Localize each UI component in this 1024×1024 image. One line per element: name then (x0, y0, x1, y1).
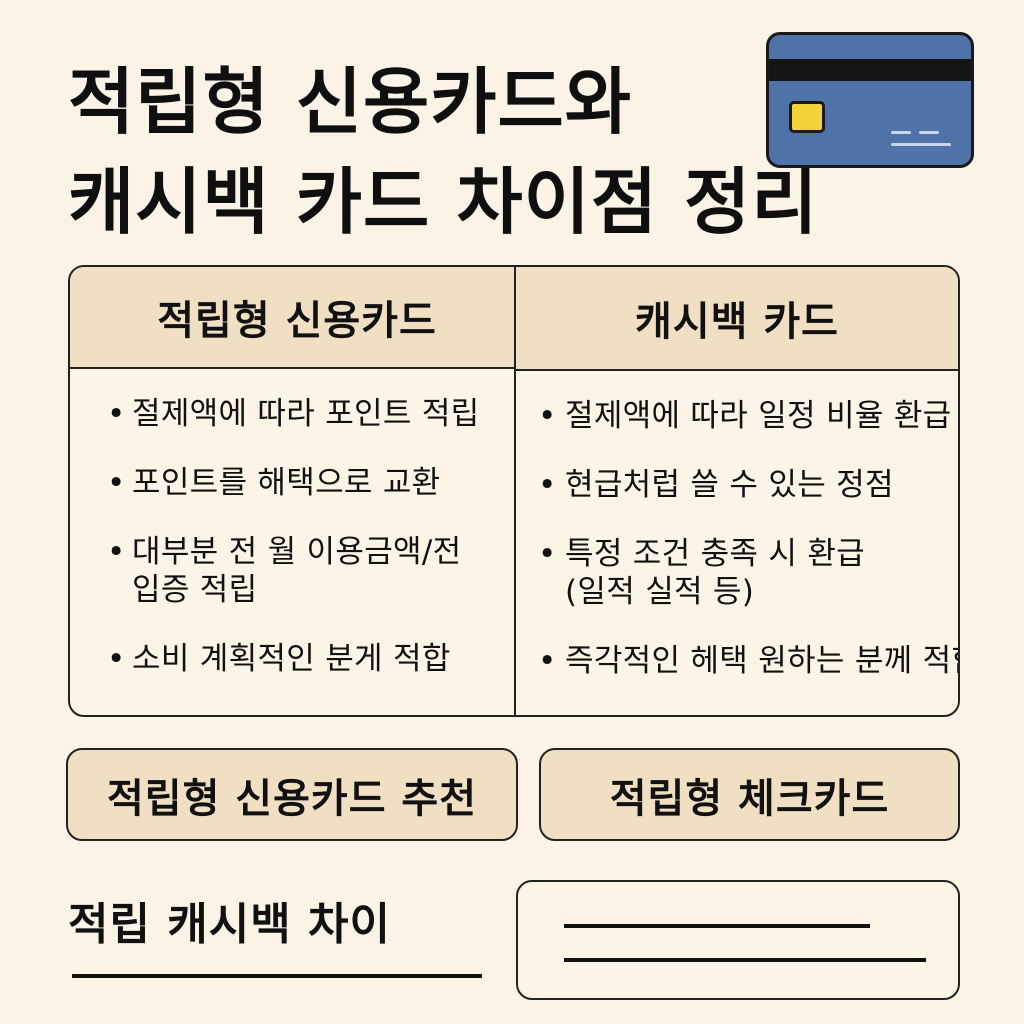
card-chip (789, 101, 825, 133)
column-heading-cashback-card: 캐시백 카드 (516, 267, 958, 371)
title-line-1: 적립형 신용카드와 (68, 60, 632, 144)
list-item: •특정 조건 충족 시 환급(일적 실적 등) (538, 536, 865, 610)
bullet-icon: • (538, 398, 557, 434)
card-number-mark (919, 131, 939, 134)
bullet-icon: • (107, 534, 126, 570)
list-item: •포인트를 해택으로 교환 (107, 465, 441, 501)
bullet-icon: • (107, 641, 126, 677)
list-item: •절제액에 따라 일정 비율 환급 (538, 398, 952, 434)
reward-card-list: •절제액에 따라 포인트 적립 •포인트를 해택으로 교환 •대부분 전 월 이… (70, 369, 514, 678)
bullet-icon: • (538, 467, 557, 503)
cashback-card-list: •절제액에 따라 일정 비율 환급 •현급처럽 쓸 수 있는 정점 •특정 조건… (516, 371, 958, 680)
page-title: 적립형 신용카드와 캐시백 카드 차이점 정리 (68, 52, 848, 252)
comparison-table: 적립형 신용카드 •절제액에 따라 포인트 적립 •포인트를 해택으로 교환 •… (68, 265, 960, 717)
title-line-2: 캐시백 카드 차이점 정리 (68, 160, 819, 244)
bullet-icon: • (538, 643, 557, 679)
section-subtitle: 적립 캐시백 차이 (68, 899, 391, 950)
column-heading-reward-card: 적립형 신용카드 (70, 267, 514, 369)
column-cashback-card: 캐시백 카드 •절제액에 따라 일정 비율 환급 •현급처럽 쓸 수 있는 정점… (516, 267, 958, 715)
reward-card-recommend-button[interactable]: 적립형 신용카드 추천 (66, 748, 518, 841)
reward-check-card-button[interactable]: 적립형 체크카드 (539, 748, 960, 841)
column-reward-card: 적립형 신용카드 •절제액에 따라 포인트 적립 •포인트를 해택으로 교환 •… (70, 267, 516, 715)
card-number-mark (891, 143, 951, 146)
card-number-mark (891, 131, 911, 134)
bullet-icon: • (107, 465, 126, 501)
list-item: •즉각적인 헤택 원하는 분께 적합 (538, 643, 960, 679)
placeholder-line (564, 958, 926, 962)
subtitle-underline (72, 974, 482, 978)
list-item: •현급처럽 쓸 수 있는 정점 (538, 467, 894, 503)
credit-card-icon (766, 32, 974, 168)
placeholder-box (516, 880, 960, 1000)
list-item: •절제액에 따라 포인트 적립 (107, 396, 480, 432)
bullet-icon: • (107, 396, 126, 432)
list-item: •소비 계획적인 분게 적합 (107, 641, 451, 677)
magnetic-stripe (769, 59, 971, 81)
bullet-icon: • (538, 536, 557, 572)
placeholder-line (564, 924, 870, 928)
